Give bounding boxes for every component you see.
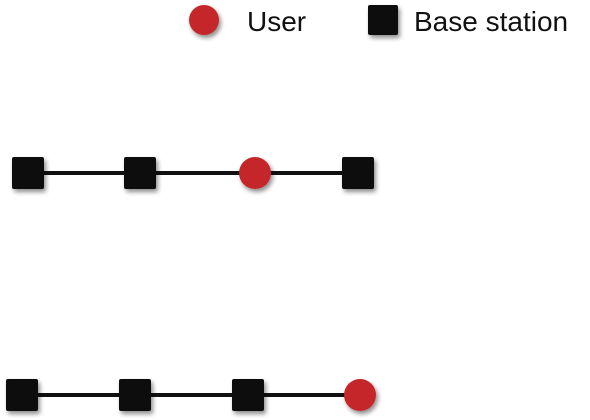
base-station-node	[119, 379, 151, 411]
legend-user-label: User	[247, 6, 306, 37]
legend-base-station-marker	[368, 5, 398, 35]
base-station-node	[12, 157, 44, 189]
legend-user-marker	[189, 5, 219, 35]
base-station-node	[6, 379, 38, 411]
topology-row-2	[6, 379, 376, 411]
legend: User Base station	[189, 5, 568, 37]
base-station-node	[342, 157, 374, 189]
legend-base-station-label: Base station	[414, 6, 568, 37]
user-node	[344, 379, 376, 411]
base-station-node	[232, 379, 264, 411]
topology-row-1	[12, 157, 374, 189]
base-station-node	[124, 157, 156, 189]
user-node	[239, 157, 271, 189]
